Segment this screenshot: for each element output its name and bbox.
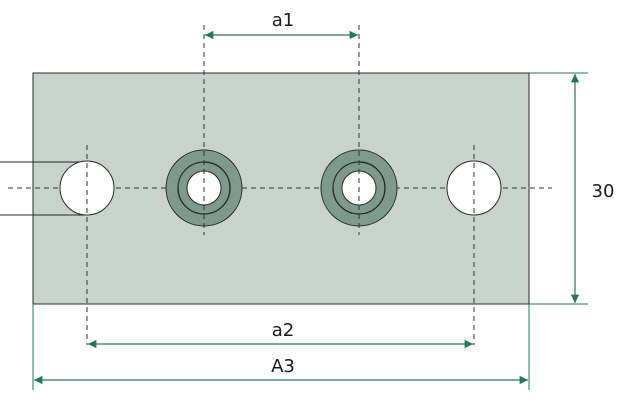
plain-hole-left (59, 145, 115, 345)
threaded-insert-right (320, 25, 398, 235)
dimension-A3-label: A3 (271, 356, 295, 377)
dimension-a2: a2 (88, 320, 473, 349)
dimension-height: 30 (529, 72, 615, 305)
plain-hole-right (446, 145, 502, 345)
dimension-a1-label: a1 (272, 10, 294, 31)
threaded-insert-left (165, 25, 243, 235)
left-slot (0, 161, 86, 216)
dimension-a1: a1 (205, 10, 358, 40)
dimension-height-label: 30 (592, 181, 615, 202)
dimension-a2-label: a2 (272, 320, 294, 341)
dimension-A3: A3 (32, 304, 530, 390)
